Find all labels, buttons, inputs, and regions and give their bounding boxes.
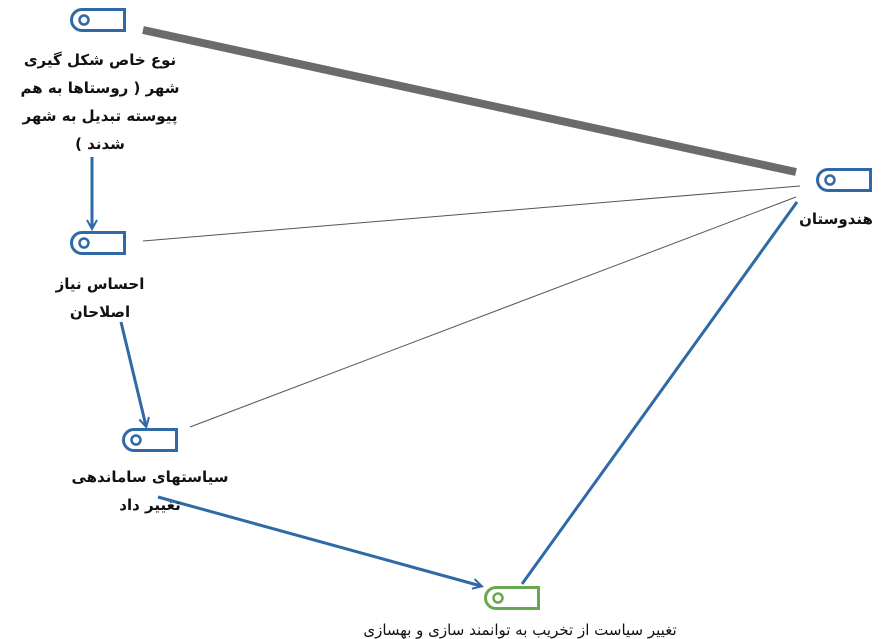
node-icon-organizing-policies[interactable] <box>122 428 178 452</box>
edge-reform-need-to-india <box>142 185 801 242</box>
edge-urban-formation-to-india <box>142 26 797 176</box>
node-icon-india[interactable] <box>816 168 872 192</box>
node-icon-urban-formation[interactable] <box>70 8 126 32</box>
edge-policy-change-to-india <box>520 201 799 585</box>
edges-layer <box>92 26 801 586</box>
tag-hole <box>78 14 90 26</box>
tag-hole <box>78 237 90 249</box>
tag-hole <box>130 434 142 446</box>
nodes-layer <box>70 8 872 610</box>
edge-organizing-policies-to-india <box>189 196 797 428</box>
node-icon-policy-change[interactable] <box>484 586 540 610</box>
node-label-policy-change: تغییر سیاست از تخریب به توانمند سازی و ب… <box>363 621 677 639</box>
node-label-urban-formation: نوع خاص شکل گیری شهر ( روستاها به هم پیو… <box>20 51 180 153</box>
edge-reform-need-to-organizing-policies <box>119 321 146 426</box>
node-label-organizing-policies: سیاستهای ساماندهی تغییر داد <box>71 468 229 514</box>
node-label-india: هندوستان <box>799 210 873 228</box>
node-icon-reform-need[interactable] <box>70 231 126 255</box>
tag-hole <box>824 174 836 186</box>
tag-hole <box>492 592 504 604</box>
node-label-reform-need: احساس نیاز اصلاحان <box>55 275 145 321</box>
edge-organizing-policies-to-policy-change <box>157 495 481 586</box>
